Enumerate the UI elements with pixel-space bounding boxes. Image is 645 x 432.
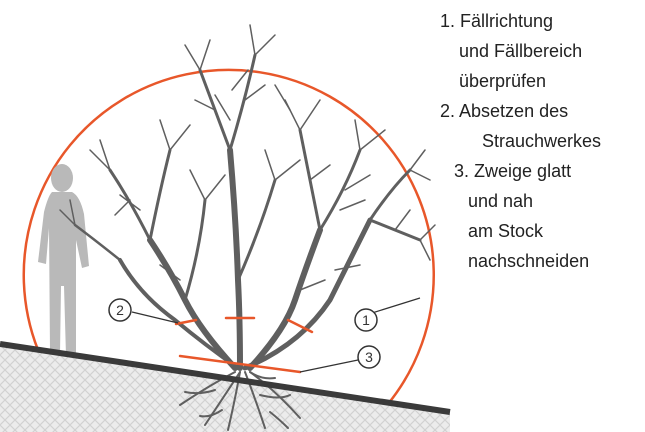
legend-item-3-line-4: nachschneiden [440,246,645,276]
legend-item-1-number: 1. [440,6,455,36]
legend-item-2: 2. Absetzen des Strauchwerkes [440,96,645,156]
cut-marks [176,318,312,372]
marker-2-label: 2 [116,302,124,318]
person-silhouette-icon [38,164,89,357]
marker-2: 2 [109,299,131,321]
marker-1: 1 [355,309,377,331]
marker-1-label: 1 [362,312,370,328]
legend-item-1-line-2: und Fällbereich [440,36,645,66]
legend-item-3-line-1: Zweige glatt [474,161,571,181]
legend-item-2-line-1: Absetzen des [459,101,568,121]
legend-item-1-line-1: Fällrichtung [460,11,553,31]
legend-item-3-line-2: und nah [440,186,645,216]
legend-item-3-number: 3. [454,156,469,186]
legend-item-3: 3. Zweige glatt und nah am Stock nachsch… [440,156,645,276]
legend-item-2-number: 2. [440,96,455,126]
legend-item-1-line-3: überprüfen [440,66,645,96]
marker-3: 3 [358,346,380,368]
legend-item-3-line-3: am Stock [440,216,645,246]
marker-3-label: 3 [365,349,373,365]
legend-item-2-line-2: Strauchwerkes [440,126,645,156]
legend-item-1: 1. Fällrichtung und Fällbereich überprüf… [440,6,645,96]
legend-list: 1. Fällrichtung und Fällbereich überprüf… [440,6,645,276]
